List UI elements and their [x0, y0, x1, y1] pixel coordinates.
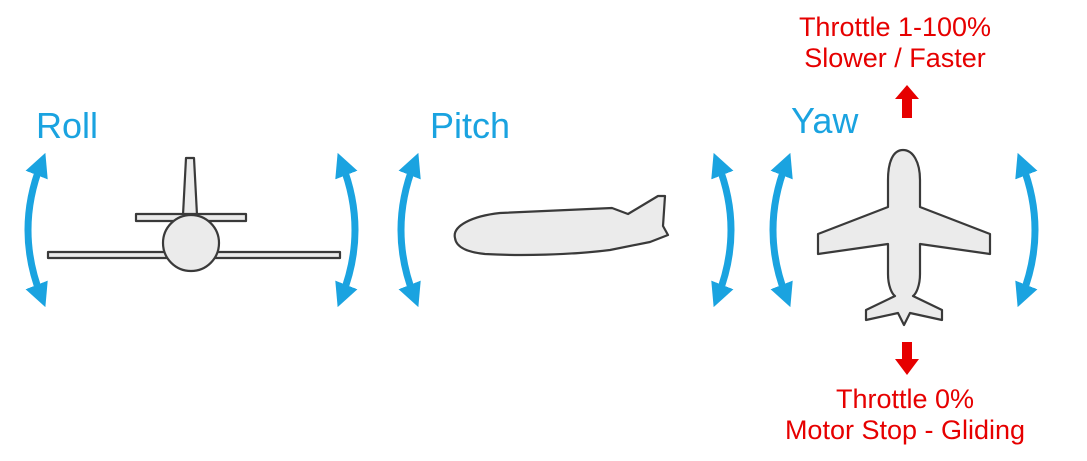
throttle-up-line1: Throttle 1-100%	[798, 12, 992, 42]
airplane-top-view-icon	[816, 148, 992, 327]
throttle-down-line2: Motor Stop - Gliding	[784, 415, 1026, 445]
throttle-down-line1: Throttle 0%	[835, 384, 975, 414]
airplane-front-view-icon	[46, 156, 342, 273]
throttle-up-label: Throttle 1-100% Slower / Faster	[775, 12, 1015, 74]
throttle-up-arrow-icon	[895, 85, 919, 118]
yaw-right-rotation-arrow-icon	[1015, 152, 1039, 308]
yaw-label: Yaw	[791, 100, 859, 141]
throttle-down-label: Throttle 0% Motor Stop - Gliding	[760, 384, 1050, 446]
roll-label: Roll	[36, 105, 99, 146]
roll-right-rotation-arrow-icon	[335, 152, 359, 308]
pitch-label: Pitch	[430, 105, 511, 146]
pitch-left-rotation-arrow-icon	[397, 152, 421, 308]
pitch-right-rotation-arrow-icon	[711, 152, 735, 308]
throttle-up-line2: Slower / Faster	[804, 43, 986, 73]
airplane-side-view-icon	[453, 194, 670, 257]
roll-left-rotation-arrow-icon	[24, 152, 48, 308]
yaw-left-rotation-arrow-icon	[769, 152, 793, 308]
throttle-down-arrow-icon	[895, 342, 919, 375]
